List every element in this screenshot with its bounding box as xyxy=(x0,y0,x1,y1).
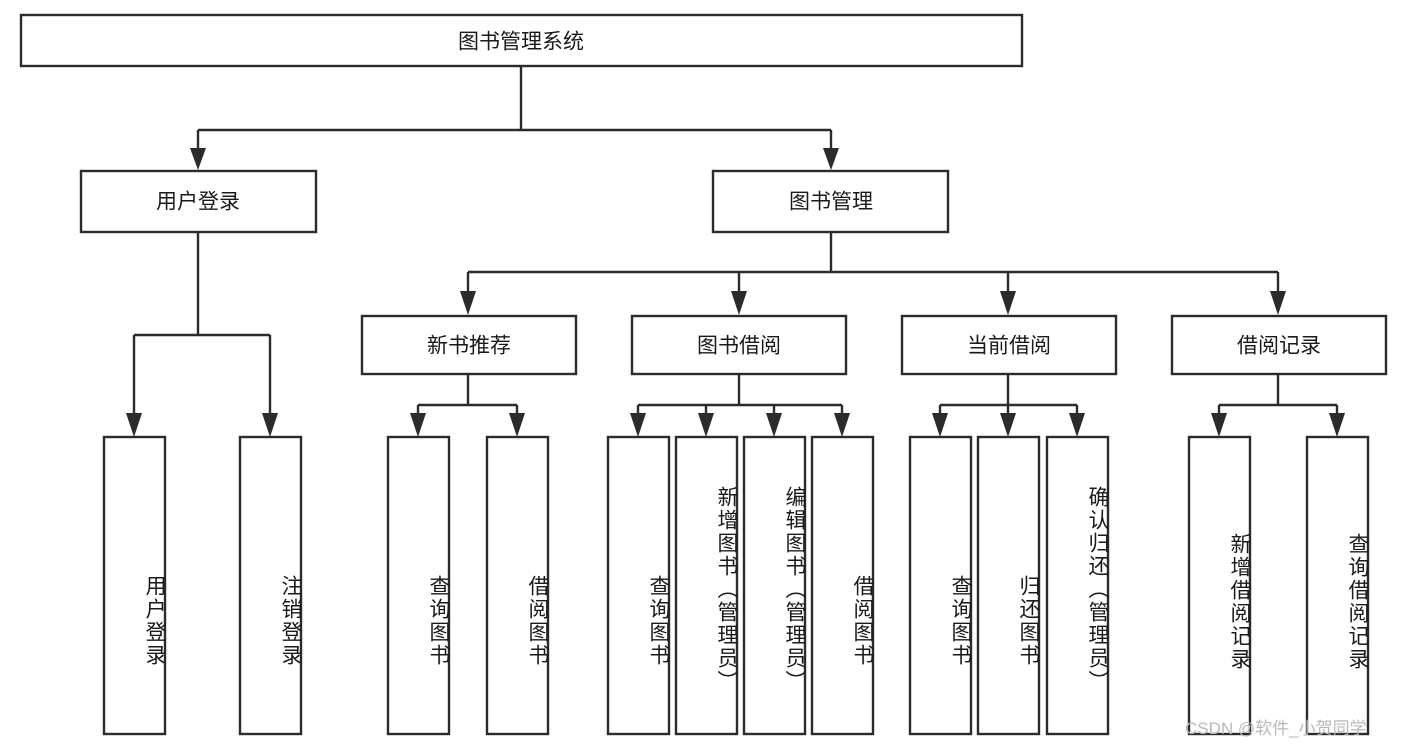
arrow-head-icon xyxy=(1000,291,1016,315)
node-leaf-query-book-1[interactable] xyxy=(386,435,451,736)
node-leaf-edit-book[interactable] xyxy=(742,435,807,736)
node-root-system[interactable]: 图书管理系统 xyxy=(19,13,1024,68)
node-leaf-query-record[interactable] xyxy=(1305,435,1370,736)
connector-bookmanage-to-level3 xyxy=(460,232,1286,315)
arrow-head-icon xyxy=(1329,413,1345,437)
node-book-borrow[interactable]: 图书借阅 xyxy=(630,314,848,376)
arrow-head-icon xyxy=(731,291,747,315)
node-book-borrow-label: 图书借阅 xyxy=(697,335,781,358)
node-leaf-user-login[interactable] xyxy=(102,435,167,736)
connector-currentborrow-to-leaves xyxy=(932,375,1085,437)
node-leaf-borrow-book-1[interactable] xyxy=(485,435,550,736)
connector-borrowrecord-to-leaves xyxy=(1211,375,1345,437)
node-new-book-rec-label: 新书推荐 xyxy=(427,335,511,358)
node-leaf-confirm-return[interactable] xyxy=(1045,435,1110,736)
node-borrow-record-label: 借阅记录 xyxy=(1237,335,1321,358)
arrow-head-icon xyxy=(1069,413,1085,437)
arrow-head-icon xyxy=(932,413,948,437)
node-current-borrow[interactable]: 当前借阅 xyxy=(900,314,1118,376)
node-leaf-add-record[interactable] xyxy=(1187,435,1252,736)
arrow-head-icon xyxy=(698,413,714,437)
arrow-head-icon xyxy=(834,413,850,437)
connector-bookborrow-to-leaves xyxy=(630,375,850,437)
arrow-head-icon xyxy=(1270,291,1286,315)
arrow-head-icon xyxy=(1211,413,1227,437)
arrow-head-icon xyxy=(1000,413,1016,437)
arrow-head-icon xyxy=(509,413,525,437)
arrow-head-icon xyxy=(460,291,476,315)
arrow-head-icon xyxy=(262,413,278,437)
node-leaf-add-book[interactable] xyxy=(674,435,739,736)
arrow-head-icon xyxy=(410,413,426,437)
node-user-login[interactable]: 用户登录 xyxy=(79,169,318,234)
arrow-head-icon xyxy=(766,413,782,437)
node-root-system-label: 图书管理系统 xyxy=(458,31,584,54)
node-leaf-logout[interactable] xyxy=(238,435,303,736)
connector-userlogin-to-leaves xyxy=(126,232,278,437)
node-new-book-rec[interactable]: 新书推荐 xyxy=(360,314,578,376)
arrow-head-icon xyxy=(126,413,142,437)
node-book-manage[interactable]: 图书管理 xyxy=(711,169,950,234)
node-current-borrow-label: 当前借阅 xyxy=(967,335,1051,358)
node-borrow-record[interactable]: 借阅记录 xyxy=(1170,314,1388,376)
node-leaf-query-book-3[interactable] xyxy=(908,435,973,736)
node-user-login-label: 用户登录 xyxy=(156,191,240,214)
arrow-head-icon xyxy=(630,413,646,437)
connector-newbookrec-to-leaves xyxy=(410,375,525,437)
node-leaf-borrow-book-2[interactable] xyxy=(810,435,875,736)
node-leaf-query-book-2[interactable] xyxy=(606,435,671,736)
arrow-head-icon xyxy=(823,148,839,170)
connector-root-to-level2 xyxy=(190,66,839,170)
node-leaf-return-book[interactable] xyxy=(976,435,1041,736)
arrow-head-icon xyxy=(190,148,206,170)
csdn-watermark: CSDN @软件_小贺同学 xyxy=(1185,719,1367,738)
node-book-manage-label: 图书管理 xyxy=(789,191,873,214)
